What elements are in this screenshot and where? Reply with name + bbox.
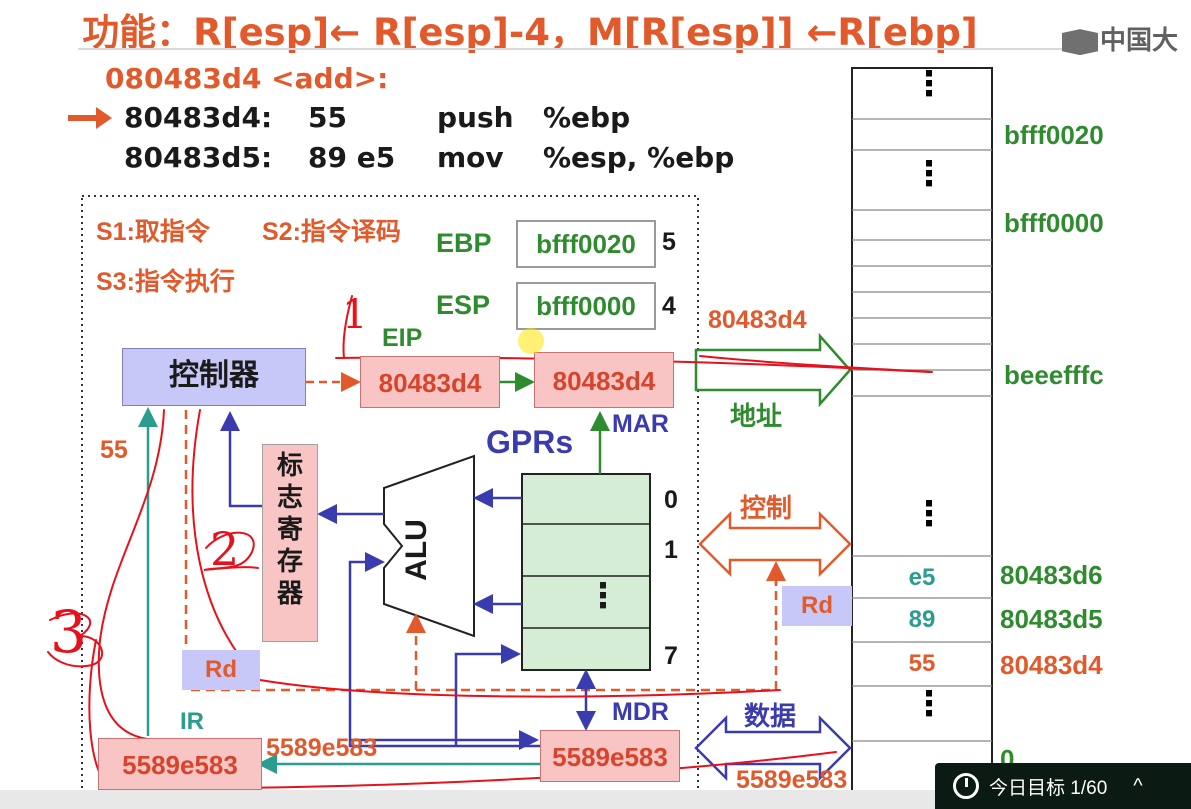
stage-decode: S2:指令译码 [262,218,401,246]
flags-char: 标 [276,450,303,480]
ebp-register: bfff0020 [516,220,656,268]
mem-cell-value: e5 [908,564,936,591]
control-bus-label: 控制 [740,493,793,523]
eip-register: 80483d4 [360,356,500,408]
function-label: 080483d4 <add>: [105,62,388,95]
rd-signal-internal: Rd [182,650,260,690]
flags-char: 存 [276,546,303,576]
address-bus-label: 地址 [730,401,783,431]
gpr-ellipsis: ⋮ [586,577,620,615]
address-bus-value: 80483d4 [708,306,807,334]
mem-addr-label: 80483d6 [1000,560,1103,590]
ir-input-value: 55 [100,436,128,464]
mem-addr-label: beeefffc [1004,360,1104,390]
mdr-register: 5589e583 [540,730,680,782]
eip-label: EIP [382,324,423,352]
ir-label: IR [180,708,204,735]
gpr-block [521,473,651,671]
slide-title: 功能：R[esp]← R[esp]-4，M[R[esp]] ←R[ebp] [82,11,978,54]
esp-index: 4 [662,292,676,320]
gpr-index-1: 1 [664,536,678,564]
expand-chevron-icon[interactable]: ^ [1133,774,1143,797]
current-instruction-arrow-icon [68,107,112,129]
flags-char: 寄 [276,514,303,544]
data-bus-value: 5589e583 [736,766,848,794]
title-divider [78,48,1063,50]
mem-ellipsis: ⋮ [912,495,946,533]
code-line-2-operand: %esp, %ebp [543,141,735,174]
watermark-logo: 中国大 [1062,20,1178,57]
address-bus-arrow [694,332,852,408]
mar-register: 80483d4 [534,352,674,408]
code-line-1-mnemonic: push [437,101,514,134]
control-bus-arrow [698,510,852,578]
flags-char: 器 [276,578,303,608]
ink-mark-2: 2 [210,522,240,576]
internal-bus-value: 5589e583 [266,734,378,762]
video-progress-strip[interactable] [0,790,935,809]
mem-addr-label: 80483d5 [1000,604,1103,634]
alu-shape [383,454,475,638]
daily-goal-widget[interactable]: 今日目标 1/60 ^ [935,763,1191,809]
esp-label: ESP [436,290,491,320]
code-line-2-bytes: 89 e5 [308,141,396,174]
code-line-2-mnemonic: mov [437,141,504,174]
flags-char: 志 [276,482,303,512]
function-label-text: 080483d4 <add>: [105,62,389,95]
mem-cell-value: 89 [908,606,936,633]
mem-ellipsis: ⋮ [912,155,946,193]
mar-label: MAR [612,410,669,438]
data-bus-label: 数据 [744,701,797,731]
memory-column [851,67,993,809]
controller-unit: 控制器 [122,348,306,406]
stage-execute: S3:指令执行 [96,268,235,296]
ir-register: 5589e583 [98,738,262,790]
code-line-1-bytes: 55 [308,101,347,134]
mem-addr-label: bfff0020 [1004,120,1104,150]
goal-progress-icon [953,773,979,799]
ink-mark-1: 1 [342,292,368,338]
logo-text: 中国大 [1100,25,1179,55]
mem-ellipsis: ⋮ [912,65,946,103]
alu-label: ALU [400,519,433,581]
gpr-index-7: 7 [664,642,678,670]
mdr-label: MDR [612,698,669,726]
goal-text: 今日目标 1/60 [989,777,1108,799]
code-line-1-operand: %ebp [543,101,631,134]
rd-signal-bus: Rd [782,586,852,626]
mem-addr-label: 80483d4 [1000,650,1103,680]
code-line-1-addr: 80483d4: [124,101,273,134]
gprs-label: GPRs [486,424,574,460]
ebp-index: 5 [662,228,676,256]
cursor-highlight [518,328,544,354]
code-line-2-addr: 80483d5: [124,141,273,174]
flags-register: 标 志 寄 存 器 [262,444,318,642]
mem-ellipsis: ⋮ [912,685,946,723]
mem-addr-label: bfff0000 [1004,208,1104,238]
mem-cell-value: 55 [908,650,936,677]
stage-fetch: S1:取指令 [96,218,210,246]
ink-mark-3: 3 [50,598,87,666]
gpr-index-0: 0 [664,486,678,514]
logo-icon [1062,29,1098,56]
esp-register: bfff0000 [516,282,656,330]
cpu-boundary [81,195,699,801]
ebp-label: EBP [436,228,492,258]
